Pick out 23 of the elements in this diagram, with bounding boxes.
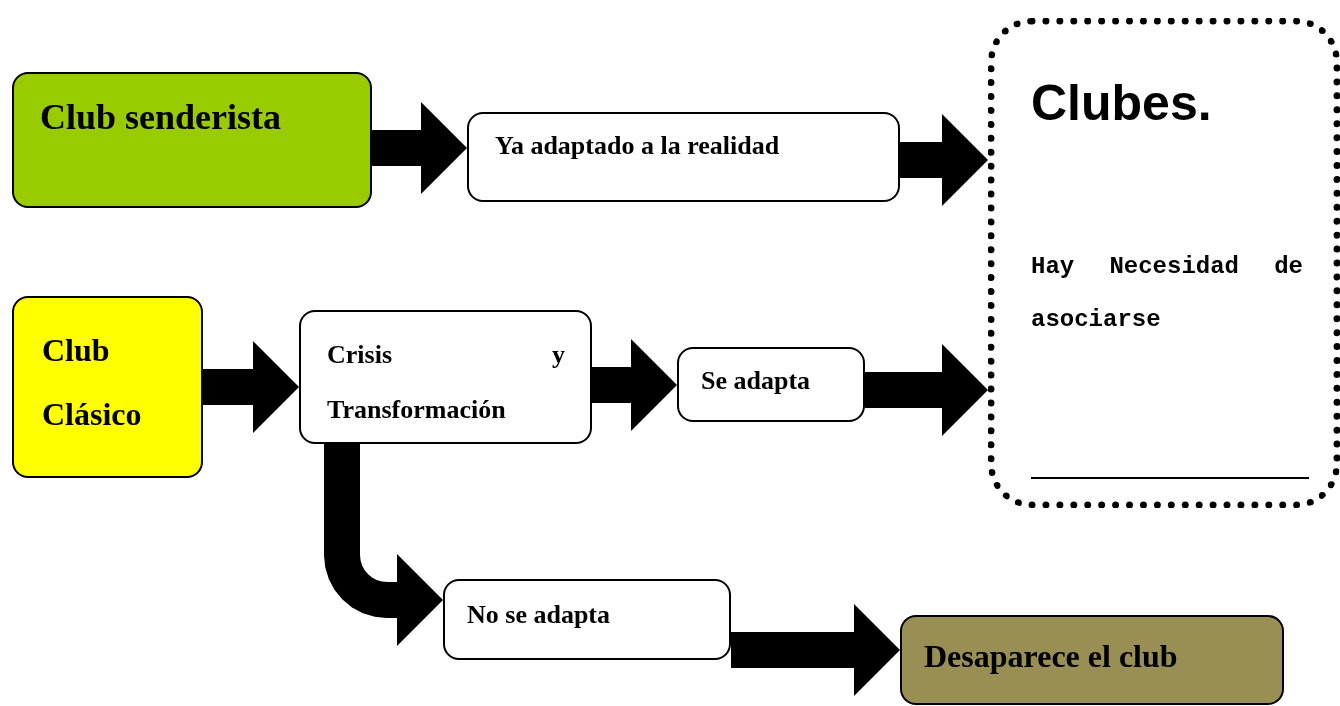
- block-arrow: [900, 114, 988, 206]
- block-arrow: [731, 604, 900, 696]
- process-box: [12, 296, 203, 478]
- box-label: Crisis y Transformación: [327, 339, 565, 426]
- box-label: Desaparece el club: [924, 637, 1179, 676]
- block-arrow: [324, 444, 443, 646]
- block-arrow: [592, 339, 677, 431]
- box-label: Club senderista: [40, 96, 283, 139]
- box-label: No se adapta: [467, 599, 611, 631]
- process-box: [900, 615, 1284, 705]
- process-box: [467, 112, 900, 202]
- box-label: Club Clásico: [42, 331, 143, 434]
- process-box: [443, 579, 731, 660]
- box-label: Se adapta: [701, 365, 812, 397]
- process-box: [299, 310, 592, 444]
- block-arrow: [203, 341, 299, 433]
- block-arrow: [865, 344, 988, 436]
- box-label: Clubes.: [1031, 74, 1213, 133]
- box-text: Hay Necesidad de asociarse: [1031, 252, 1303, 335]
- box-label: Ya adaptado a la realidad: [495, 130, 781, 162]
- process-box: [677, 347, 865, 422]
- process-box: [12, 72, 372, 208]
- block-arrow: [372, 102, 467, 194]
